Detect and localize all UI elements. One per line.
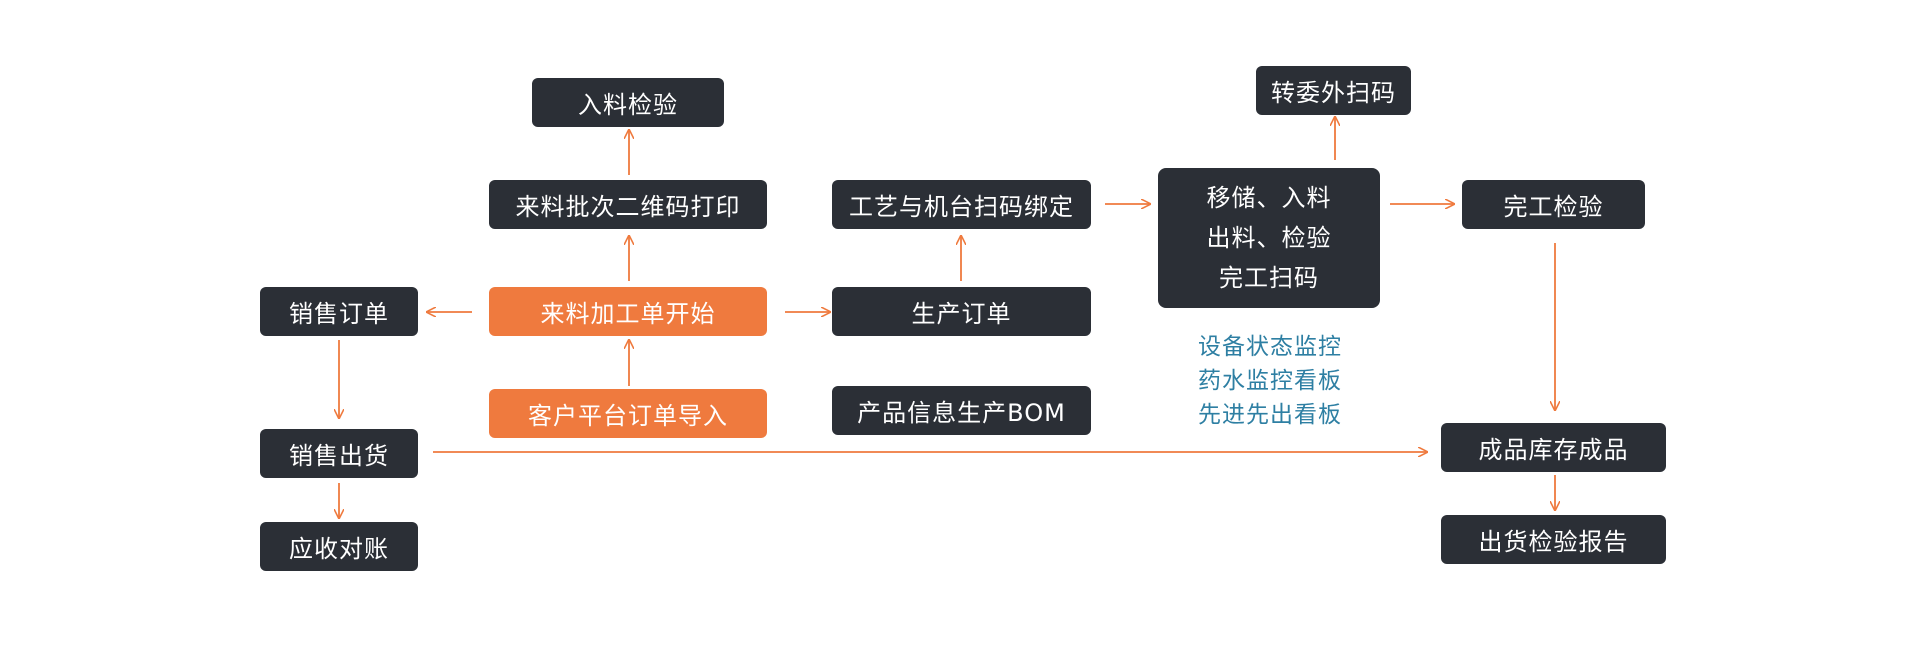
batch-qr-print-node: 来料批次二维码打印 xyxy=(489,180,767,229)
processing-order-start-node: 来料加工单开始 xyxy=(489,287,767,336)
move-storage-line-1: 移储、入料 xyxy=(1206,184,1332,212)
production-order-node: 生产订单 xyxy=(832,287,1091,336)
monitoring-note-1: 设备状态监控 xyxy=(1198,334,1342,360)
move-storage-node: 移储、入料 出料、检验 完工扫码 xyxy=(1158,168,1380,308)
move-storage-line-2: 出料、检验 xyxy=(1206,224,1332,252)
monitoring-note-3: 先进先出看板 xyxy=(1198,402,1342,428)
sales-shipment-node: 销售出货 xyxy=(260,429,418,478)
product-info-bom-node: 产品信息生产BOM xyxy=(832,386,1091,435)
outsource-scan-node: 转委外扫码 xyxy=(1256,66,1411,115)
sales-order-node: 销售订单 xyxy=(260,287,418,336)
process-machine-binding-node: 工艺与机台扫码绑定 xyxy=(832,180,1091,229)
finished-goods-inventory-node: 成品库存成品 xyxy=(1441,423,1666,472)
shipment-inspection-report-node: 出货检验报告 xyxy=(1441,515,1666,564)
completion-inspection-node: 完工检验 xyxy=(1462,180,1645,229)
customer-order-import-node: 客户平台订单导入 xyxy=(489,389,767,438)
incoming-inspection-node: 入料检验 xyxy=(532,78,724,127)
move-storage-line-3: 完工扫码 xyxy=(1219,264,1319,292)
monitoring-notes: 设备状态监控 药水监控看板 先进先出看板 xyxy=(1160,330,1380,432)
receivable-reconciliation-node: 应收对账 xyxy=(260,522,418,571)
monitoring-note-2: 药水监控看板 xyxy=(1198,368,1342,394)
